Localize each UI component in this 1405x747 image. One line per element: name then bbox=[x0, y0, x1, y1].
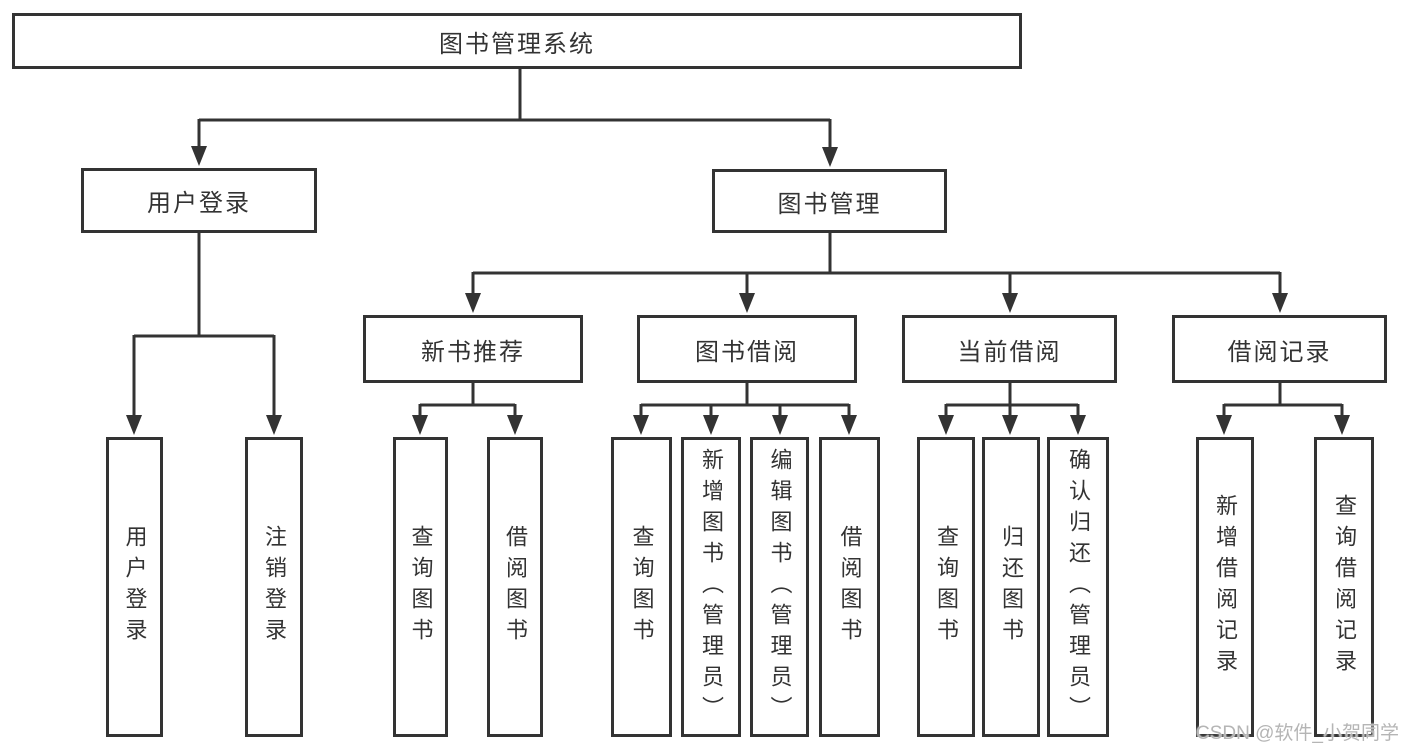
node-leaf-user-login: 用户登录 bbox=[106, 437, 163, 737]
node-leaf-query-books-current: 查询图书 bbox=[917, 437, 975, 737]
node-branch-book-management: 图书管理 bbox=[712, 169, 947, 233]
node-leaf-query-books-recommend: 查询图书 bbox=[393, 437, 448, 737]
node-branch-user-login: 用户登录 bbox=[81, 168, 317, 233]
arrowheads bbox=[126, 146, 1350, 435]
node-root-system: 图书管理系统 bbox=[12, 13, 1022, 69]
node-leaf-return-books: 归还图书 bbox=[982, 437, 1040, 737]
node-leaf-logout: 注销登录 bbox=[245, 437, 303, 737]
node-leaf-confirm-return-admin: 确认归还（管理员） bbox=[1047, 437, 1109, 737]
node-leaf-query-books-borrow: 查询图书 bbox=[611, 437, 672, 737]
node-leaf-borrow-books-recommend: 借阅图书 bbox=[487, 437, 543, 737]
node-leaf-add-books-admin: 新增图书（管理员） bbox=[681, 437, 741, 737]
node-module-borrow-record: 借阅记录 bbox=[1172, 315, 1387, 383]
node-module-new-book-recommend: 新书推荐 bbox=[363, 315, 583, 383]
node-leaf-add-borrow-record: 新增借阅记录 bbox=[1196, 437, 1254, 737]
node-module-book-borrow: 图书借阅 bbox=[637, 315, 857, 383]
node-leaf-borrow-books: 借阅图书 bbox=[819, 437, 880, 737]
node-module-current-borrow: 当前借阅 bbox=[902, 315, 1117, 383]
node-leaf-edit-books-admin: 编辑图书（管理员） bbox=[750, 437, 809, 737]
node-leaf-query-borrow-record: 查询借阅记录 bbox=[1314, 437, 1374, 737]
watermark-text: CSDN @软件_小贺同学 bbox=[1196, 723, 1399, 744]
